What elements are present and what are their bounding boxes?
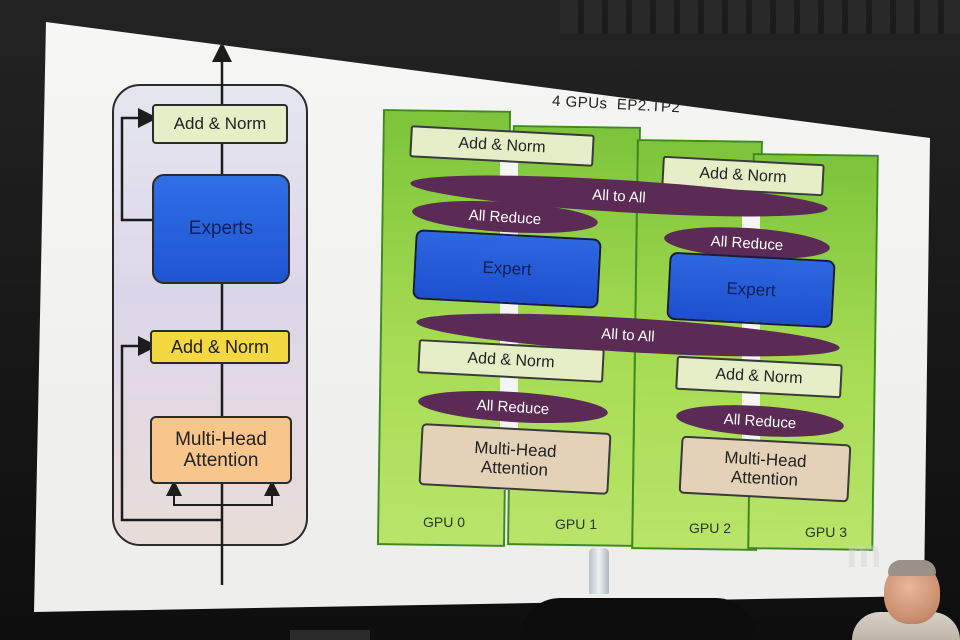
add-norm-mid-box: Add & Norm: [150, 330, 290, 364]
gpu-pair1-expert-box: Expert: [666, 251, 836, 329]
speaker-hair: [888, 560, 936, 576]
gpu-pair0-attention-line2: Attention: [480, 457, 549, 480]
gpu-pair0-expert-box: Expert: [412, 229, 602, 309]
experts-box: Experts: [152, 174, 290, 284]
gpu-2-label: GPU 2: [688, 520, 731, 536]
watermark-logo: m: [846, 532, 882, 576]
gpu-0-label: GPU 0: [422, 514, 465, 530]
gpu-pair0-multi-head-attention: Multi-Head Attention: [418, 423, 612, 495]
laptop-edge: [290, 630, 370, 640]
stage-podium: [520, 598, 756, 640]
ceiling-lighting-rig: [560, 0, 960, 34]
gpu-3-label: GPU 3: [804, 524, 847, 540]
gpu-1-label: GPU 1: [554, 516, 597, 532]
gpu-pair1-multi-head-attention: Multi-Head Attention: [678, 435, 852, 503]
add-norm-top-box: Add & Norm: [152, 104, 288, 144]
multi-head-attention-box: Multi-Head Attention: [150, 416, 292, 484]
gpu-pair1-attention-line2: Attention: [730, 467, 799, 490]
water-bottle: [589, 548, 609, 594]
attention-label-line2: Attention: [183, 450, 259, 471]
attention-label-line1: Multi-Head: [175, 428, 267, 450]
